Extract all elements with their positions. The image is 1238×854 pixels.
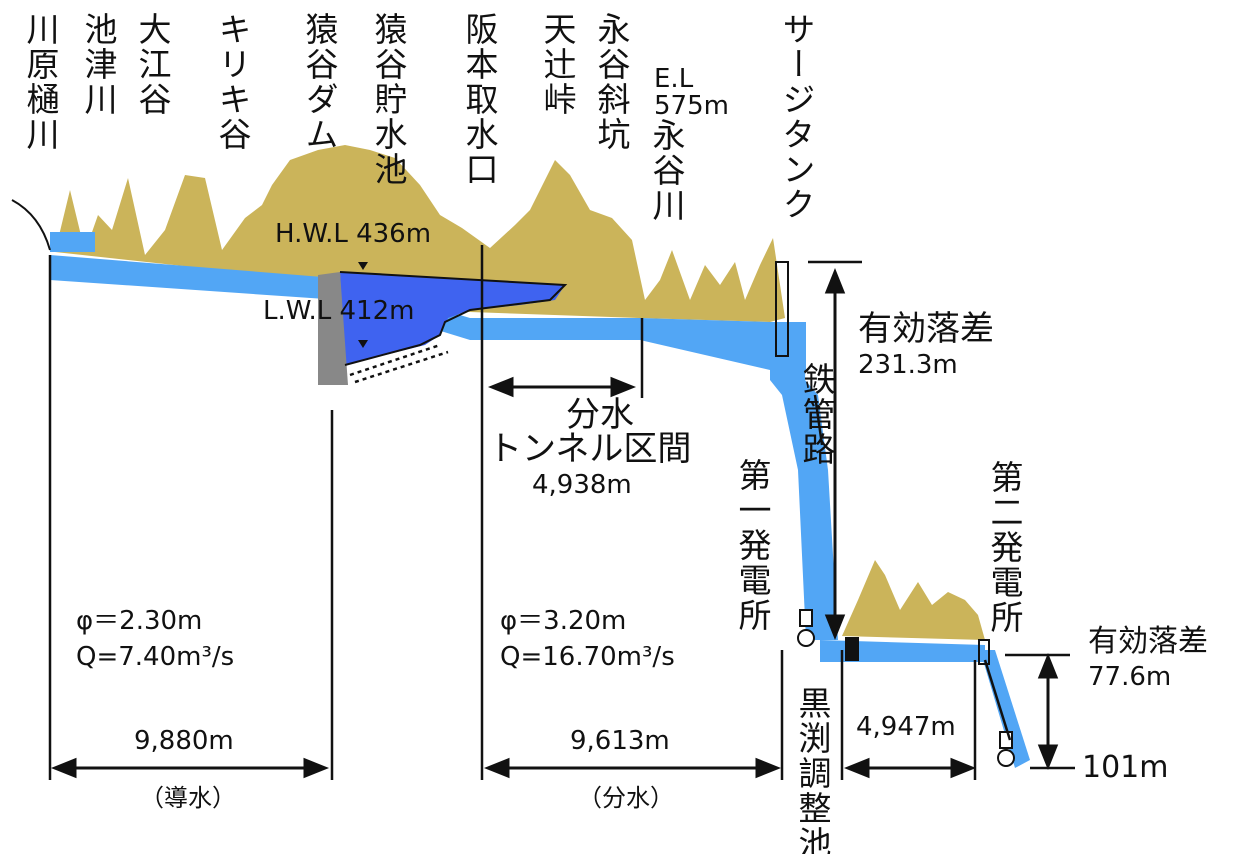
- label-first-power-station: 第一発電所: [733, 458, 772, 633]
- reference-lines: [48, 245, 1075, 780]
- label-nagatani-river: 永谷川: [647, 118, 686, 223]
- label-diversion-flow: Q=16.70m³/s: [500, 642, 675, 672]
- mountain-range-upper: [55, 145, 785, 322]
- label-head-value-2: 77.6m: [1088, 662, 1172, 692]
- label-headrace-flow: Q=7.40m³/s: [76, 642, 235, 672]
- reservoir-bed: [349, 343, 449, 384]
- label-surge-tank: サージタンク: [777, 12, 816, 222]
- label-head-1: 有効落差: [858, 309, 994, 349]
- label-second-length: 4,947m: [856, 712, 956, 742]
- mountain-range-lower: [842, 560, 985, 640]
- reservoir-water: [340, 272, 565, 365]
- label-nagatani-shaft: 永谷斜坑: [592, 12, 631, 152]
- label-diversion-caption: （分水）: [578, 784, 674, 812]
- turbine-first: [797, 609, 815, 647]
- dam-body: [318, 272, 348, 385]
- label-headrace-caption: （導水）: [140, 784, 236, 812]
- label-oe-dani: 大江谷: [133, 12, 172, 117]
- label-penstock: 鉄管路: [797, 362, 836, 467]
- label-head-value-1: 231.3m: [858, 350, 958, 380]
- regulating-pond-block: [845, 637, 859, 661]
- label-iketsu-river: 池津川: [79, 12, 118, 117]
- second-penstock: [980, 650, 1030, 768]
- label-kiriki-dani: キリキ谷: [213, 12, 252, 152]
- dimension-arrows: [50, 267, 1059, 779]
- label-tentsuji-pass: 天辻峠: [538, 12, 577, 117]
- hwl-mark: [358, 262, 368, 270]
- label-sakamoto-intake: 阪本取水口: [460, 12, 499, 187]
- reservoir-outline: [339, 271, 568, 366]
- label-diversion-diameter: φ＝3.20m: [500, 606, 627, 636]
- label-second-power-station: 第二発電所: [985, 460, 1024, 635]
- lwl-mark: [358, 340, 368, 348]
- turbine-second: [997, 731, 1015, 767]
- upstream-pond: [50, 232, 95, 252]
- label-kuronagi-pond: 黒渕調整池: [793, 686, 832, 854]
- label-nagatani-el: E.L 575m: [654, 64, 729, 122]
- label-diversion-length: 9,613m: [570, 726, 670, 756]
- left-river-curve: [11, 199, 51, 251]
- label-tailwater: 101m: [1082, 750, 1169, 785]
- penstock-pipe: [770, 345, 838, 640]
- second-surge-tank-shape: [978, 639, 990, 665]
- label-lwl: L.W.L 412m: [263, 296, 415, 326]
- label-headrace-length: 9,880m: [134, 726, 234, 756]
- label-head-2: 有効落差: [1088, 624, 1208, 659]
- label-tunnel-length: 4,938m: [532, 470, 632, 500]
- label-kawarahi-river: 川原樋川: [21, 12, 60, 152]
- label-tunnel-2: トンネル区間: [488, 429, 692, 469]
- label-tunnel-1: 分水: [566, 395, 634, 435]
- tailrace-channel: [820, 640, 985, 662]
- label-hwl: H.W.L 436m: [275, 219, 432, 249]
- label-saru-dani-reservoir: 猿谷貯水池: [369, 12, 408, 187]
- surge-tank-shape: [775, 261, 789, 357]
- label-saru-dani-dam: 猿谷ダム: [300, 12, 339, 152]
- label-headrace-diameter: φ＝2.30m: [76, 606, 203, 636]
